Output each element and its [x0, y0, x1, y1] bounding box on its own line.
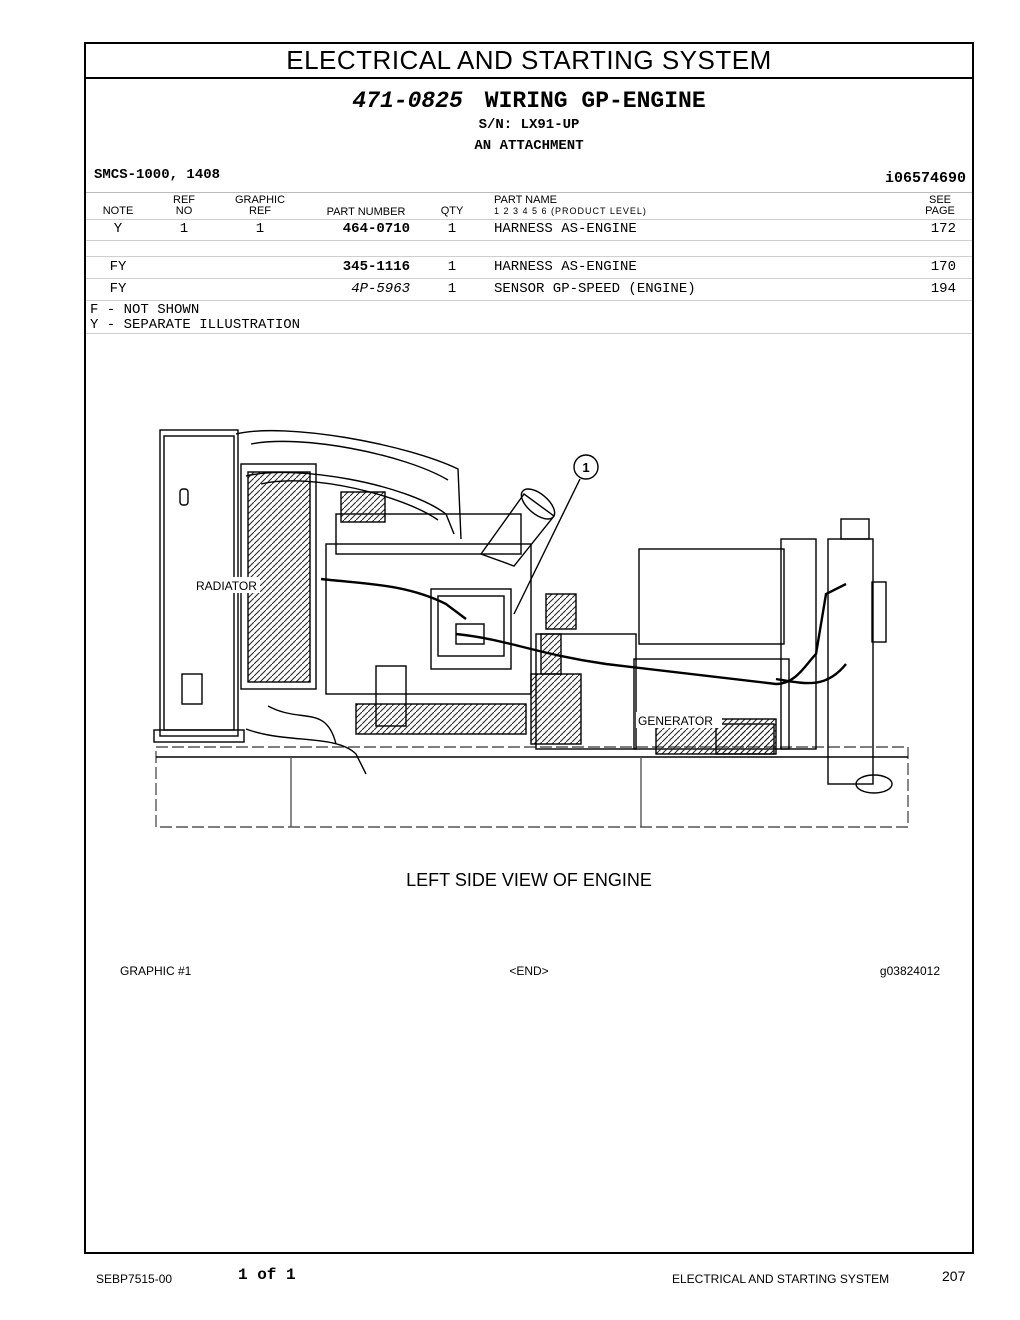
- graphic-code: g03824012: [879, 964, 940, 978]
- legend-not-shown: F - NOT SHOWN: [90, 302, 200, 318]
- col-see-page-top: SEE: [928, 194, 951, 206]
- row3-note: FY: [109, 281, 127, 297]
- generator-label: GENERATOR: [638, 714, 713, 728]
- figure-caption: LEFT SIDE VIEW OF ENGINE: [406, 870, 652, 890]
- section-title: ELECTRICAL AND STARTING SYSTEM: [86, 44, 972, 79]
- radiator-label-bg: [194, 577, 260, 593]
- row1-part-number[interactable]: 464-0710: [342, 221, 410, 237]
- footer-section: ELECTRICAL AND STARTING SYSTEM: [672, 1272, 890, 1286]
- row-divider: [86, 300, 972, 301]
- row1-see-page[interactable]: 172: [930, 221, 956, 237]
- row3-qty: 1: [447, 281, 457, 297]
- col-product-level: 1 2 3 4 5 6 (PRODUCT LEVEL): [494, 206, 647, 216]
- col-qty: QTY: [440, 205, 464, 217]
- attachment-label: AN ATTACHMENT: [474, 138, 584, 154]
- radiator-label: RADIATOR: [196, 579, 257, 593]
- page-of-count: 1 of 1: [238, 1266, 296, 1284]
- legend-separate-illustration: Y - SEPARATE ILLUSTRATION: [90, 317, 301, 333]
- row-divider: [86, 219, 972, 220]
- row2-part-name: HARNESS AS-ENGINE: [494, 259, 637, 275]
- row1-part-name: HARNESS AS-ENGINE: [494, 221, 637, 237]
- row3-part-name: SENSOR GP-SPEED (ENGINE): [494, 281, 696, 297]
- row1-ref-no: 1: [179, 221, 189, 237]
- generator-label-bg: [636, 712, 722, 728]
- row2-qty: 1: [447, 259, 457, 275]
- group-part-name: WIRING GP-ENGINE: [484, 88, 706, 114]
- group-heading: 471-0825 WIRING GP-ENGINE: [86, 88, 972, 114]
- row2-part-number[interactable]: 345-1116: [342, 259, 410, 275]
- row2-note: FY: [109, 259, 127, 275]
- engine-illustration: 1 RADIATOR GENERATOR: [153, 429, 909, 828]
- col-see-page-bottom: PAGE: [925, 205, 955, 217]
- col-graphic-ref-top: GRAPHIC: [234, 194, 286, 206]
- col-part-name: PART NAME: [494, 194, 557, 206]
- graphic-number: GRAPHIC #1: [120, 964, 192, 978]
- row3-see-page[interactable]: 194: [930, 281, 956, 297]
- row1-graphic-ref: 1: [255, 221, 265, 237]
- row2-see-page[interactable]: 170: [930, 259, 956, 275]
- col-ref-no-bottom: NO: [175, 205, 193, 217]
- row1-note: Y: [113, 221, 123, 237]
- col-graphic-ref-bottom: REF: [249, 205, 271, 217]
- row1-qty: 1: [447, 221, 457, 237]
- row-divider: [86, 256, 972, 257]
- callout-number[interactable]: 1: [582, 460, 589, 475]
- end-marker: <END>: [509, 964, 549, 978]
- legend-divider: [86, 333, 972, 334]
- group-part-number[interactable]: 471-0825: [352, 88, 463, 114]
- col-note: NOTE: [102, 205, 134, 217]
- row-divider: [86, 278, 972, 279]
- document-id: SEBP7515-00: [96, 1272, 173, 1286]
- page-number: 207: [942, 1268, 966, 1284]
- header-divider: [86, 192, 972, 193]
- illustration-id: i06574690: [884, 170, 966, 187]
- col-ref-no-top: REF: [173, 194, 195, 206]
- row-divider: [86, 240, 972, 241]
- row3-part-number[interactable]: 4P-5963: [351, 281, 410, 297]
- parts-page-frame: ELECTRICAL AND STARTING SYSTEM 471-0825 W…: [84, 42, 974, 1254]
- serial-range: S/N: LX91-UP: [478, 117, 580, 133]
- col-part-number: PART NUMBER: [326, 206, 406, 218]
- smcs-code: SMCS-1000, 1408: [94, 167, 221, 183]
